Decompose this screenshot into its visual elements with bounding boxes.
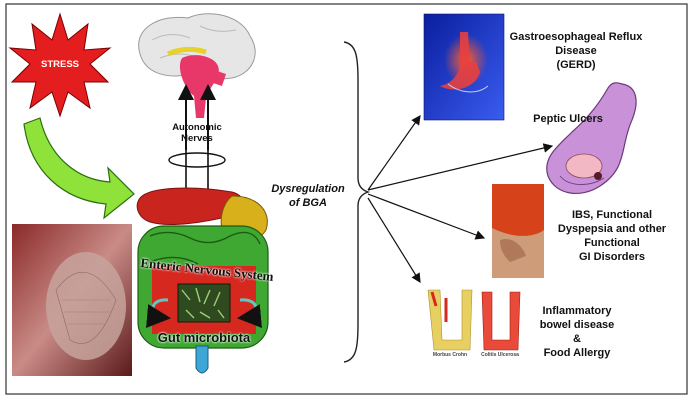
ibd-thumbnails	[427, 289, 521, 351]
stress-label: STRESS	[32, 59, 88, 70]
ibs-label: IBS, Functional Dyspepsia and other Func…	[548, 208, 676, 264]
peptic-line1: Peptic Ulcers	[533, 113, 603, 125]
arrow-to-gerd	[367, 115, 421, 191]
gut-microbiota-label: Gut microbiota	[142, 330, 266, 345]
gerd-line3: (GERD)	[556, 59, 596, 71]
dysregulation-line1: Dysregulation	[271, 183, 345, 195]
gerd-line2: Disease	[555, 45, 597, 57]
colitis-text: Colitis Ulcerosa	[481, 352, 519, 358]
microbiota-text: Gut microbiota	[157, 330, 251, 345]
ibd-line3: &	[573, 333, 581, 345]
gerd-label: Gastroesophageal Reflux Disease (GERD)	[506, 30, 646, 72]
ibd-line2: bowel disease	[539, 319, 615, 331]
autonomic-line2: Nerves	[181, 133, 213, 144]
ibd-label: Inflammatory bowel disease & Food Allerg…	[522, 304, 632, 360]
crohn-text: Morbus Crohn	[432, 352, 468, 358]
ibs-line3: Functional	[584, 237, 640, 249]
crohn-caption: Morbus Crohn	[426, 352, 474, 358]
ibs-line2: Dyspepsia and other	[557, 223, 667, 235]
gerd-image	[423, 13, 505, 121]
curly-brace	[343, 41, 371, 363]
stress-starburst	[8, 12, 112, 118]
peptic-ulcers-label: Peptic Ulcers	[526, 112, 610, 126]
stress-text: STRESS	[40, 59, 79, 70]
gerd-line1: Gastroesophageal Reflux	[509, 31, 643, 43]
green-curved-arrow	[23, 117, 135, 220]
figure-border	[5, 3, 688, 395]
abdomen-photo	[12, 224, 132, 376]
dysregulation-label: Dysregulation of BGA	[258, 182, 358, 210]
ibs-photo	[492, 184, 544, 278]
brain-illustration	[138, 13, 256, 118]
autonomic-nerves-label: Autonomic Nerves	[152, 122, 242, 144]
autonomic-line1: Autonomic	[172, 122, 222, 133]
ibs-line4: GI Disorders	[578, 251, 646, 263]
dysregulation-line2: of BGA	[289, 197, 327, 209]
ibs-line1: IBS, Functional	[571, 209, 653, 221]
arrow-to-peptic	[367, 143, 554, 191]
digestive-system-illustration	[136, 187, 269, 374]
stomach-illustration	[546, 82, 637, 194]
arrow-to-ibs	[367, 193, 486, 240]
colitis-caption: Colitis Ulcerosa	[476, 352, 524, 358]
arrow-to-ibd	[367, 197, 421, 284]
ibd-line4: Food Allergy	[543, 347, 611, 359]
ibd-line1: Inflammatory	[542, 305, 612, 317]
nerve-loop	[168, 152, 226, 168]
